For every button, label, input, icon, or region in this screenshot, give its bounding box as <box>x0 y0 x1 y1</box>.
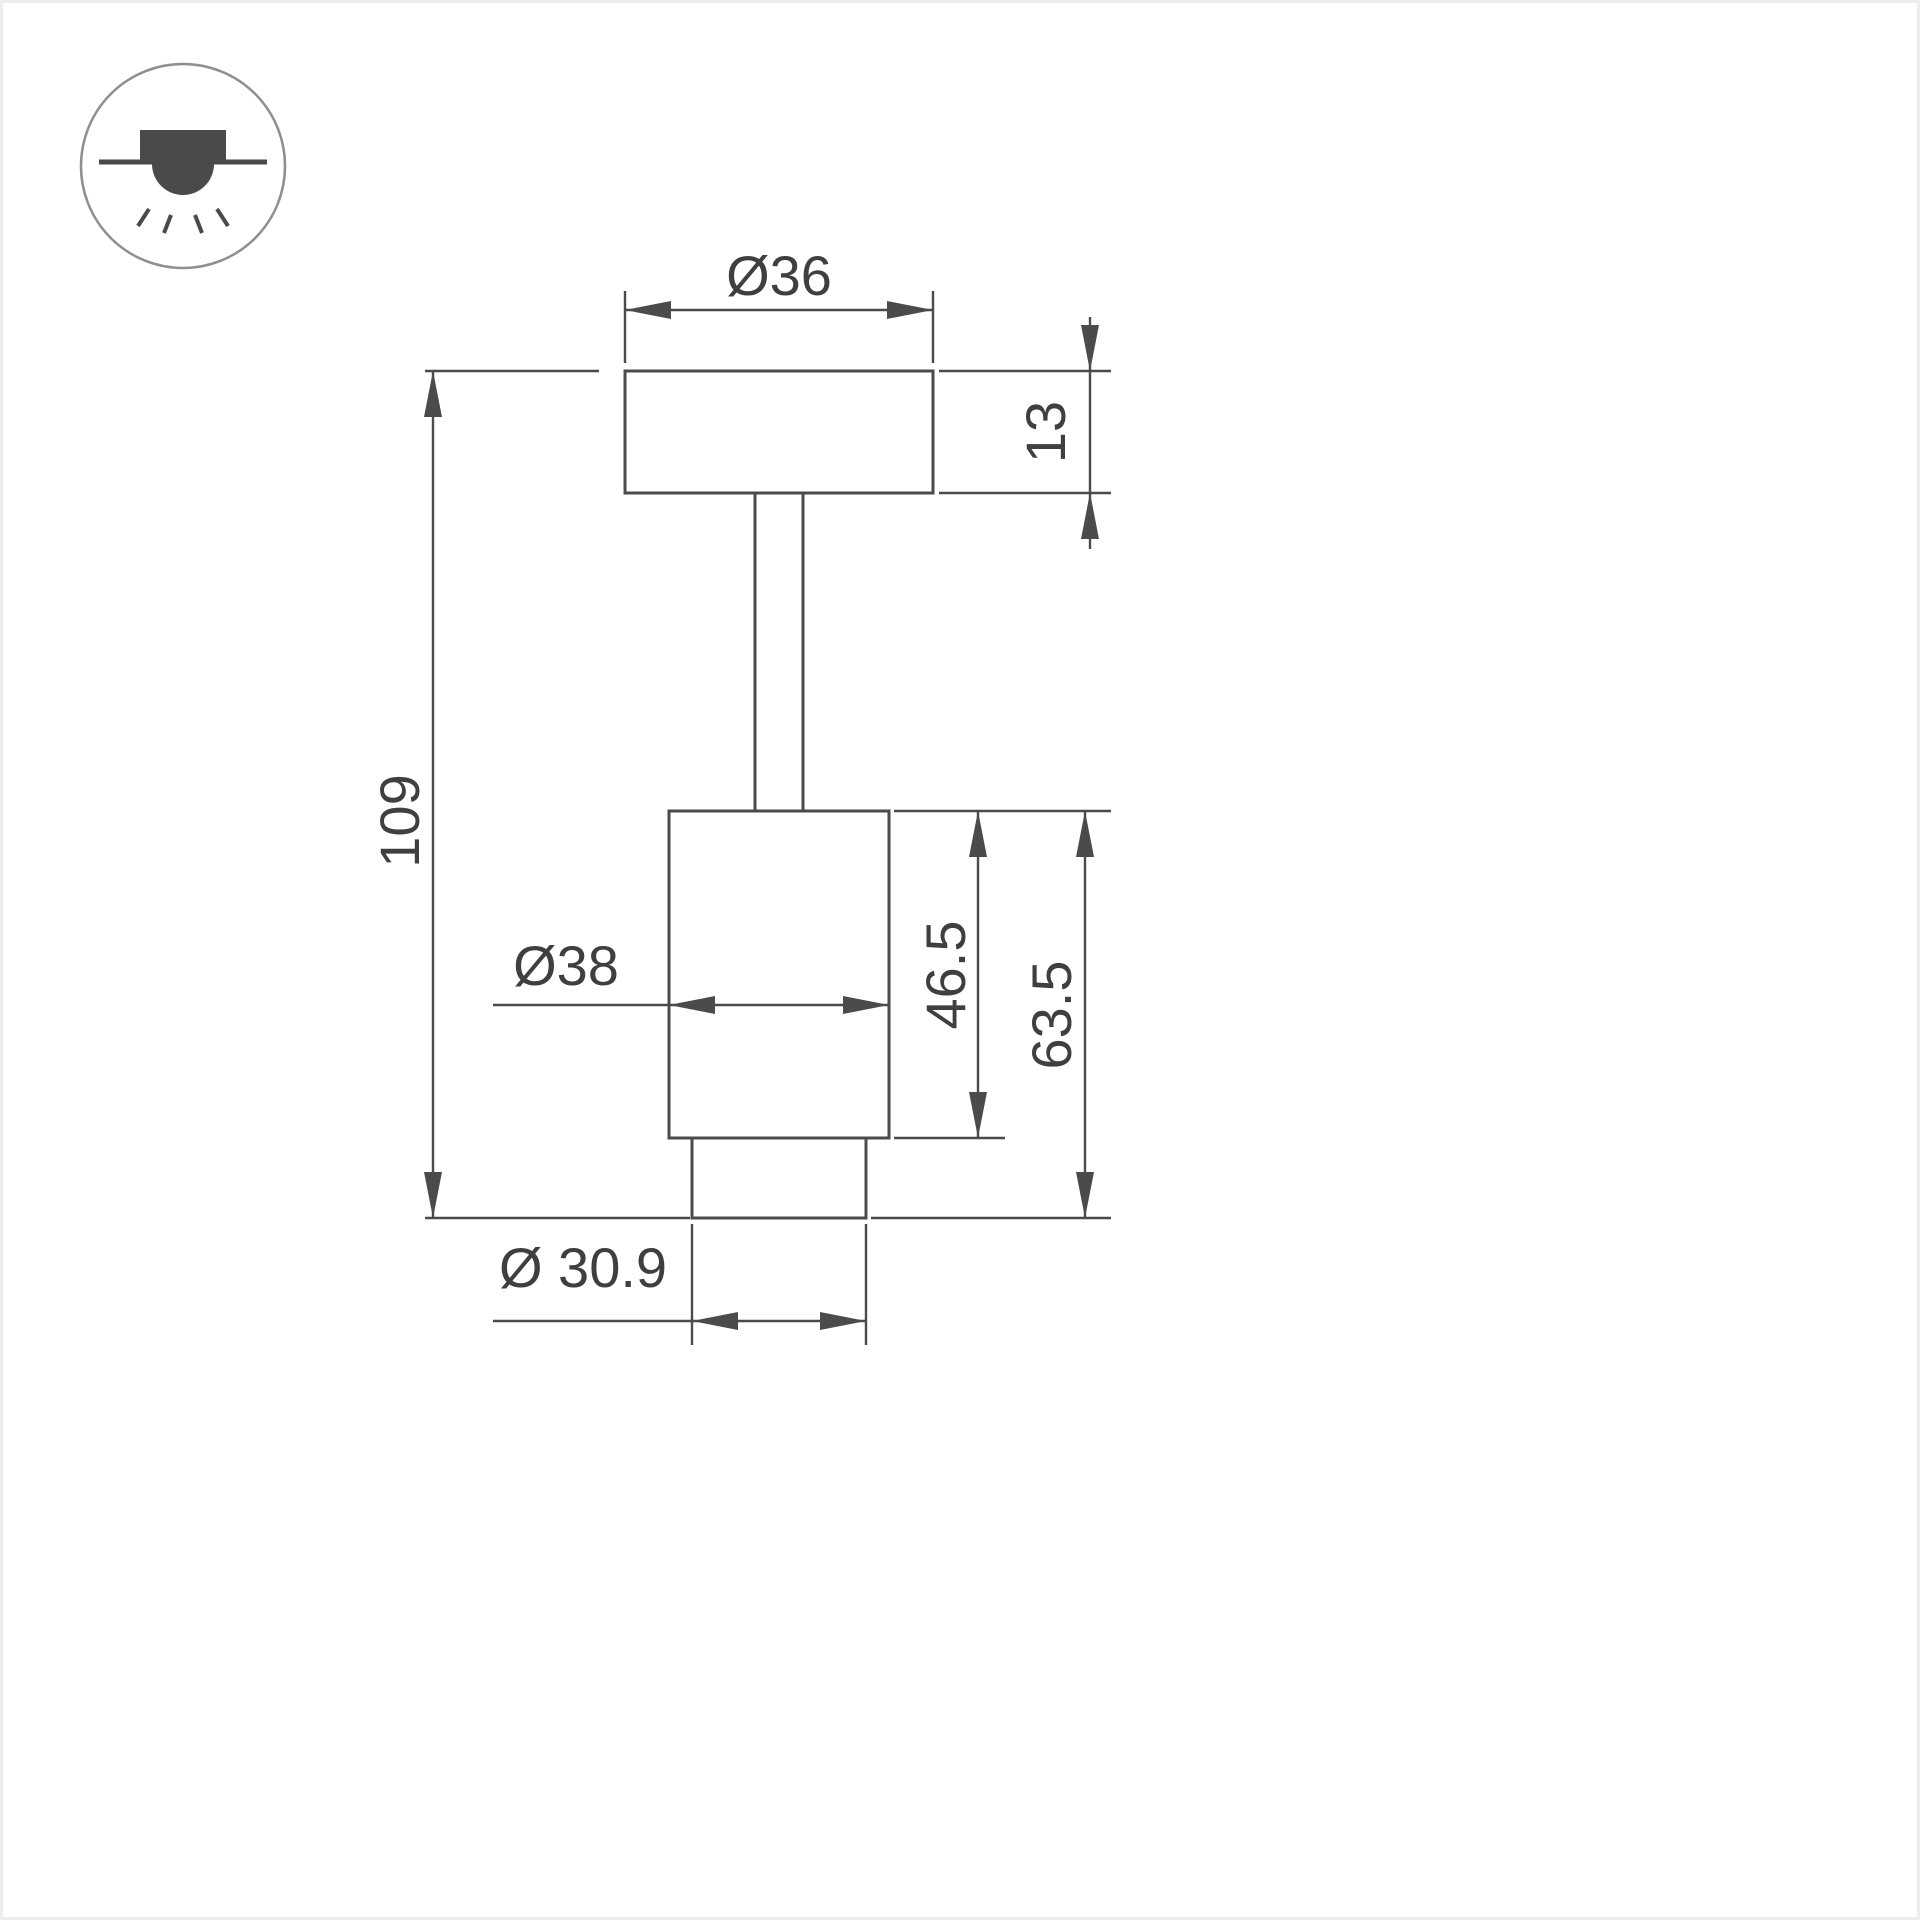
light-ray <box>162 214 173 234</box>
dim-canopy-diameter: Ø36 <box>623 244 935 363</box>
dim-label-body-height: 46.5 <box>914 921 977 1030</box>
dim-body-height: 46.5 <box>894 809 1111 1140</box>
body-outline <box>667 809 891 1140</box>
light-ray <box>215 207 230 228</box>
tip-outline <box>690 1136 868 1220</box>
dim-body-diameter: Ø38 <box>493 934 889 1014</box>
stem-outline <box>753 491 805 813</box>
dim-tip-diameter: Ø 30.9 <box>493 1224 868 1345</box>
arrowhead-bottom <box>969 1092 987 1138</box>
dim-canopy-height: 13 <box>939 317 1111 549</box>
dim-label-canopy-diameter: Ø36 <box>726 244 832 307</box>
arrowhead-top <box>424 371 442 417</box>
dim-label-tip-diameter: Ø 30.9 <box>499 1236 667 1299</box>
arrowhead-bottom <box>1081 493 1099 539</box>
dim-lower-section-height: 63.5 <box>871 811 1111 1220</box>
technical-drawing-canvas: Ø36 13 109 Ø38 <box>79 62 1111 1345</box>
arrowhead-right <box>843 996 889 1014</box>
canopy-outline <box>623 369 935 495</box>
icon-lamp-dome <box>152 164 214 195</box>
dim-label-lower-section-height: 63.5 <box>1020 961 1083 1070</box>
arrowhead-left <box>692 1312 738 1330</box>
light-ray <box>136 207 151 228</box>
light-ray <box>193 214 204 234</box>
recessed-downlight-icon <box>79 62 287 270</box>
icon-housing-shape <box>140 130 226 162</box>
arrowhead-top <box>969 811 987 857</box>
fixture-outline <box>623 369 935 1220</box>
arrowhead-bottom <box>1076 1172 1094 1218</box>
arrowhead-top <box>1081 325 1099 371</box>
arrowhead-right <box>887 301 933 319</box>
dim-label-body-diameter: Ø38 <box>513 934 619 997</box>
dim-label-overall-height: 109 <box>368 774 431 867</box>
arrowhead-right <box>820 1312 866 1330</box>
arrowhead-bottom <box>424 1172 442 1218</box>
arrowhead-top <box>1076 811 1094 857</box>
icon-light-rays <box>136 207 230 234</box>
arrowhead-left <box>625 301 671 319</box>
dim-overall-height: 109 <box>368 369 690 1220</box>
arrowhead-left <box>669 996 715 1014</box>
dim-label-canopy-height: 13 <box>1014 401 1077 463</box>
